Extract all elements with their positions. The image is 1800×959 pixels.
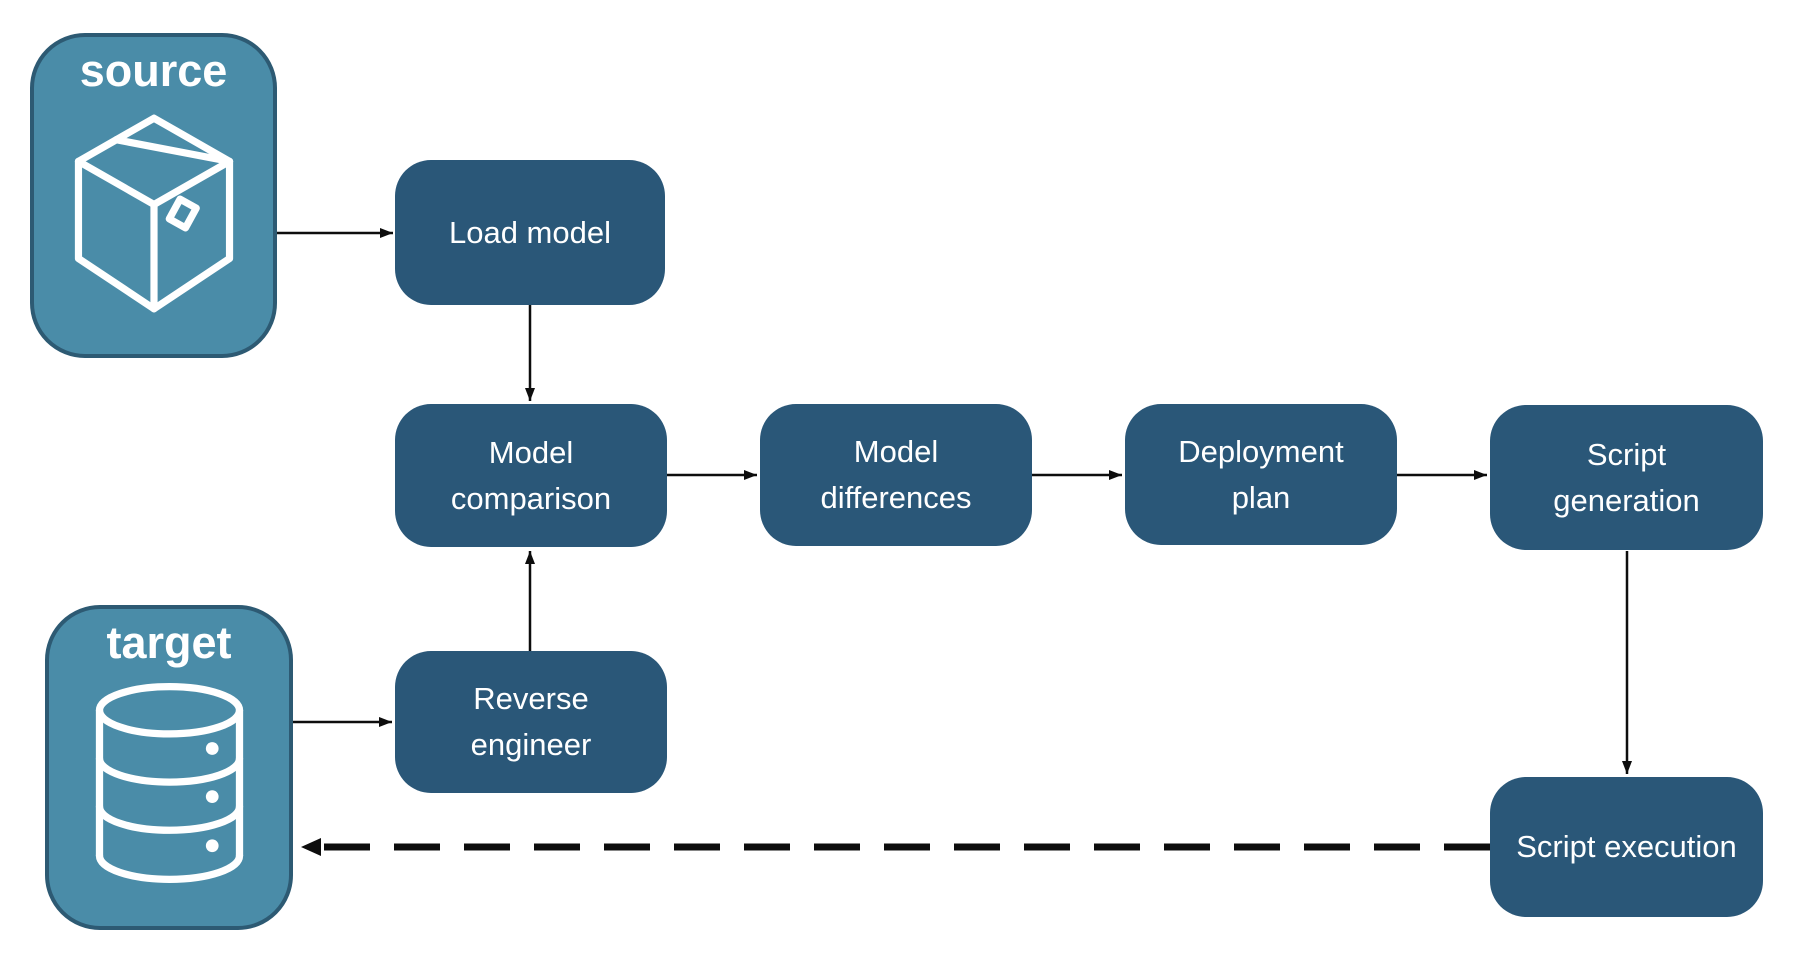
node-label: Model differences: [820, 434, 972, 515]
node-reverse-engineer: Reverse engineer: [395, 651, 667, 793]
source-label: source: [79, 45, 228, 96]
database-icon: [95, 683, 243, 883]
node-label: Reverse engineer: [470, 681, 592, 762]
target-label: target: [106, 617, 232, 668]
node-label: Script generation: [1553, 436, 1700, 518]
node-label: Load model: [448, 214, 611, 250]
node-script-generation: Script generation: [1490, 405, 1763, 550]
node-model-comparison: Model comparison: [395, 404, 667, 547]
node-deployment-plan: Deployment plan: [1125, 404, 1397, 545]
node-load-model: Load model: [395, 160, 665, 305]
node-script-execution: Script execution: [1490, 777, 1763, 917]
node-source: source: [30, 33, 277, 358]
package-icon: [74, 114, 233, 313]
node-label: Deployment plan: [1178, 433, 1344, 515]
node-label: Model comparison: [450, 434, 612, 516]
node-model-differences: Model differences: [760, 404, 1032, 546]
node-target: target: [45, 605, 293, 930]
node-label: Script execution: [1516, 829, 1737, 865]
